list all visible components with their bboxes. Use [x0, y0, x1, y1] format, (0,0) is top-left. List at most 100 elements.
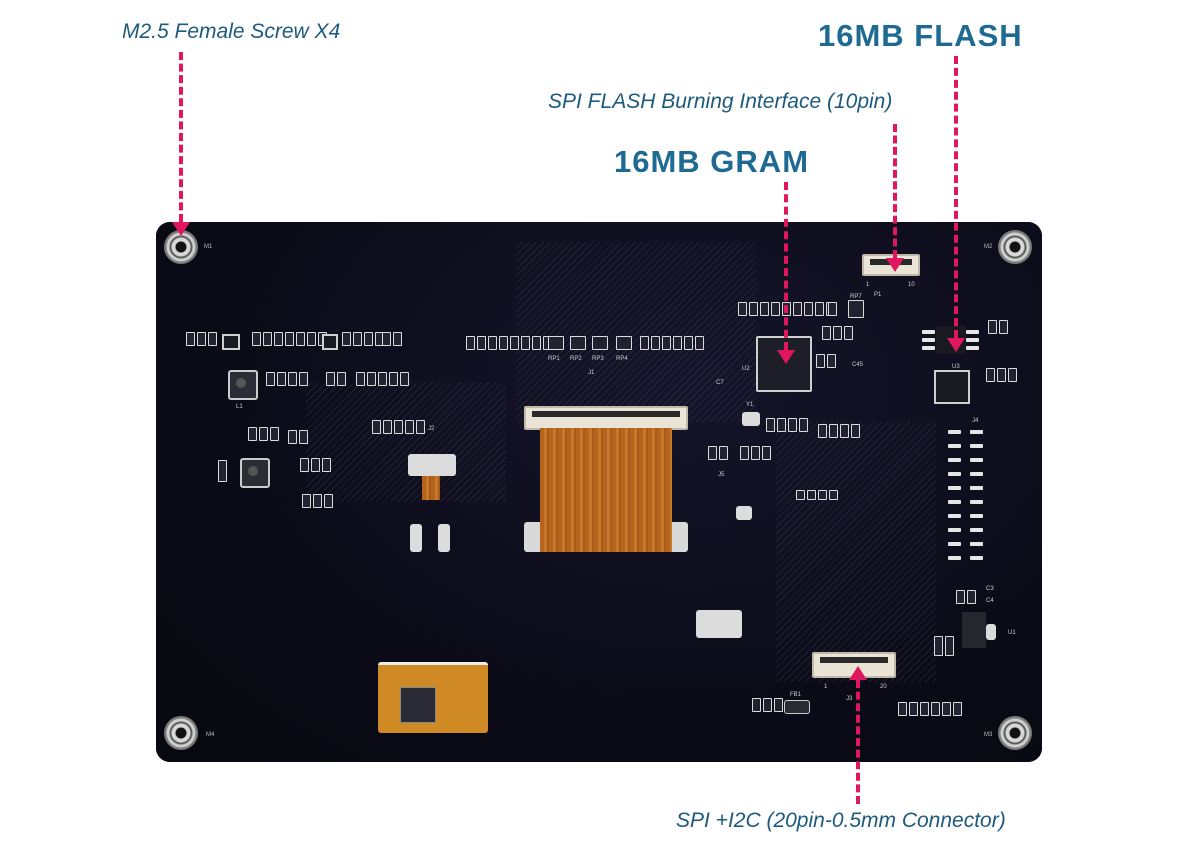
- resistor-array: [356, 372, 409, 386]
- capacitor-pair: [988, 320, 1008, 334]
- touch-controller-flex: [378, 662, 488, 733]
- ribbon-tab: [524, 522, 544, 552]
- header-pin: [970, 528, 983, 532]
- flash-arrow-line: [954, 56, 962, 338]
- header-pin: [970, 542, 983, 546]
- silk-label: RP7: [850, 294, 862, 300]
- crystal-y1: [742, 412, 760, 426]
- silk-label: C4: [986, 598, 994, 604]
- ic-soic: [796, 490, 838, 500]
- flash-callout-label: 16MB FLASH: [818, 18, 1023, 53]
- lcd-ribbon-cable-end: [540, 522, 672, 552]
- connector-j2: [408, 454, 456, 476]
- resistor-array: [818, 424, 860, 438]
- silk-label: C45: [852, 362, 864, 368]
- silk-label: J4: [972, 418, 979, 424]
- silk-label: J2: [428, 426, 435, 432]
- capacitor-pair: [956, 590, 976, 604]
- resistor-pack-rp3: [592, 336, 608, 350]
- header-pin: [970, 430, 983, 434]
- capacitor-pair: [816, 354, 836, 368]
- header-pin: [970, 486, 983, 490]
- screw-label: M4: [206, 732, 215, 738]
- pcb-traces: [516, 242, 756, 422]
- capacitor-pair: [248, 427, 279, 441]
- ferrite-bead-fb1: [784, 700, 810, 714]
- gram-arrow-line: [784, 182, 792, 350]
- silk-label: RP2: [570, 356, 582, 362]
- resistor-array: [828, 302, 837, 316]
- header-pin: [948, 458, 961, 462]
- silk-label: RP3: [592, 356, 604, 362]
- resistor-array: [898, 702, 962, 716]
- spi-burning-arrow-head: [886, 258, 904, 272]
- pcb-traces: [306, 382, 506, 502]
- resistor-array: [342, 332, 384, 346]
- capacitor-pair: [382, 332, 402, 346]
- resistor-array: [186, 332, 217, 346]
- center-pad: [696, 610, 742, 638]
- header-pin: [948, 500, 961, 504]
- resistor-array: [752, 698, 783, 712]
- resistor-pack-rp4: [616, 336, 632, 350]
- capacitor-pair: [822, 326, 853, 340]
- screw-hole-m2: [998, 230, 1032, 264]
- silk-label: C7: [716, 380, 724, 386]
- screw-arrow-line: [179, 52, 187, 222]
- chip-pin: [922, 338, 935, 342]
- silk-label: J5: [718, 472, 725, 478]
- gram-arrow-head: [777, 350, 795, 364]
- inductor-l1: [228, 370, 258, 400]
- silk-label: U3: [952, 364, 960, 370]
- resistor-array: [266, 372, 308, 386]
- header-pin: [948, 556, 961, 560]
- screw-label: M1: [204, 244, 213, 250]
- resistor-array: [708, 446, 728, 460]
- header-pin: [970, 556, 983, 560]
- header-pin: [948, 472, 961, 476]
- spi-burning-callout-label: SPI FLASH Burning Interface (10pin): [548, 90, 893, 113]
- header-pin: [948, 542, 961, 546]
- resistor-array: [252, 332, 327, 346]
- resistor-array: [326, 372, 346, 386]
- connector-arrow-line: [856, 680, 864, 804]
- chip-u3: [934, 370, 970, 404]
- silk-label: U2: [742, 366, 750, 372]
- screw-hole-m3: [998, 716, 1032, 750]
- silk-label: C3: [986, 586, 994, 592]
- connector-callout-label: SPI +I2C (20pin-0.5mm Connector): [676, 809, 1006, 832]
- resistor-array: [466, 336, 552, 350]
- silk-label: J1: [588, 370, 595, 376]
- silk-label: J3: [846, 696, 853, 702]
- chip-pin: [922, 346, 935, 350]
- regulator-u1: [962, 612, 986, 648]
- touch-controller-chip: [400, 687, 436, 723]
- flash-arrow-head: [947, 338, 965, 352]
- header-pin: [948, 528, 961, 532]
- silk-label: RP1: [548, 356, 560, 362]
- resistor-array: [372, 420, 425, 434]
- screw-callout-label: M2.5 Female Screw X4: [122, 20, 341, 43]
- chip-pin: [966, 338, 979, 342]
- resistor-array: [986, 368, 1017, 382]
- screw-hole-m4: [164, 716, 198, 750]
- silk-label: 1: [866, 282, 870, 288]
- resistor-array: [766, 418, 808, 432]
- silk-label: L1: [236, 404, 243, 410]
- diode-d4: [322, 334, 338, 350]
- header-pin: [948, 514, 961, 518]
- ribbon-tab: [410, 524, 422, 552]
- regulator-tab: [986, 624, 996, 640]
- header-pin: [970, 444, 983, 448]
- silk-label: P1: [874, 292, 882, 298]
- capacitor-pair: [288, 430, 308, 444]
- diode-d6: [218, 460, 227, 482]
- resistor-pack-rp2: [570, 336, 586, 350]
- mini-ribbon: [422, 476, 440, 500]
- gram-callout-label: 16MB GRAM: [614, 144, 810, 179]
- header-pin: [948, 430, 961, 434]
- screw-arrow-head: [172, 222, 190, 236]
- lcd-fpc-connector: [524, 406, 688, 430]
- header-pin: [970, 500, 983, 504]
- silk-label: FB1: [790, 692, 802, 698]
